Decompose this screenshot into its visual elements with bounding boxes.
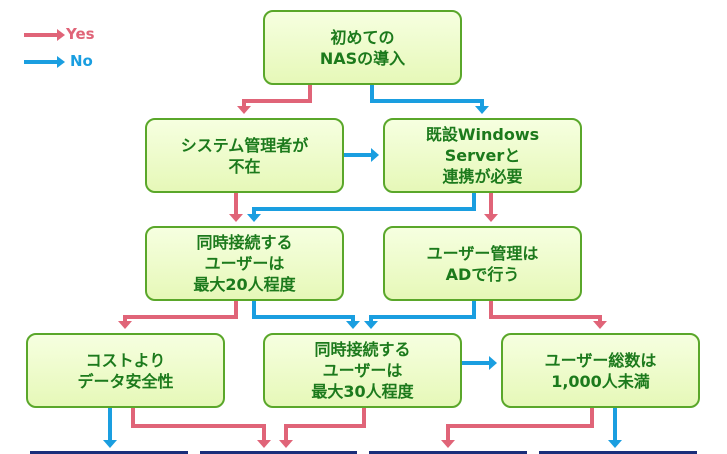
arrowhead-icon (484, 214, 498, 222)
connector-no-total_users-to-result_4 (608, 408, 622, 448)
connector-no-first_nas-to-windows_server (370, 85, 489, 114)
arrowhead-icon (229, 214, 243, 222)
connector-yes-windows_server-to-ad_management (484, 193, 498, 222)
node-users-20[interactable]: 同時接続する ユーザーは 最大20人程度 (145, 226, 344, 301)
connector-yes-data_safety-to-result_2 (131, 408, 271, 448)
result-bar-2 (200, 451, 357, 454)
arrowhead-icon (489, 356, 497, 370)
arrowhead-icon (441, 440, 455, 448)
node-total-users[interactable]: ユーザー総数は 1,000人未満 (501, 333, 700, 408)
node-ad-management[interactable]: ユーザー管理は ADで行う (383, 226, 582, 301)
connector-yes-no_admin-to-users_20 (229, 193, 243, 222)
arrowhead-icon (118, 321, 132, 329)
connector-no-data_safety-to-result_1 (103, 408, 117, 448)
node-first-nas[interactable]: 初めての NASの導入 (263, 10, 462, 85)
connector-yes-ad_management-to-total_users (489, 301, 607, 329)
arrowhead-icon (608, 440, 622, 448)
legend-yes-label: Yes (66, 25, 95, 43)
connector-yes-users_20-to-data_safety (118, 301, 238, 329)
connector-no-no_admin-to-windows_server (344, 148, 379, 162)
arrowhead-icon (475, 106, 489, 114)
node-data-safety[interactable]: コストより データ安全性 (26, 333, 225, 408)
arrowhead-icon (279, 440, 293, 448)
node-users-30[interactable]: 同時接続する ユーザーは 最大30人程度 (263, 333, 462, 408)
arrowhead-icon (237, 106, 251, 114)
legend-no-arrow-icon (24, 56, 65, 68)
connector-no-users_30-to-total_users (462, 356, 497, 370)
result-bar-1 (30, 451, 188, 454)
legend-no-label: No (70, 52, 93, 70)
arrowhead-icon (247, 214, 261, 222)
arrowhead-icon (593, 321, 607, 329)
arrowhead-icon (364, 321, 378, 329)
connector-yes-total_users-to-result_3 (441, 408, 594, 448)
arrowhead-icon (346, 321, 360, 329)
arrowhead-icon (257, 440, 271, 448)
result-bar-4 (539, 451, 697, 454)
result-bar-3 (369, 451, 527, 454)
legend-yes-arrow-icon (24, 29, 65, 41)
connector-no-users_20-to-users_30 (252, 301, 360, 329)
connector-no-windows_server-to-users_20 (247, 193, 476, 222)
arrowhead-icon (371, 148, 379, 162)
connector-no-ad_management-to-users_30 (364, 301, 476, 329)
node-no-admin[interactable]: システム管理者が 不在 (145, 118, 344, 193)
connector-yes-first_nas-to-no_admin (237, 85, 312, 114)
connector-yes-users_30-to-result_2 (279, 408, 366, 448)
node-windows-server[interactable]: 既設Windows Serverと 連携が必要 (383, 118, 582, 193)
arrowhead-icon (103, 440, 117, 448)
